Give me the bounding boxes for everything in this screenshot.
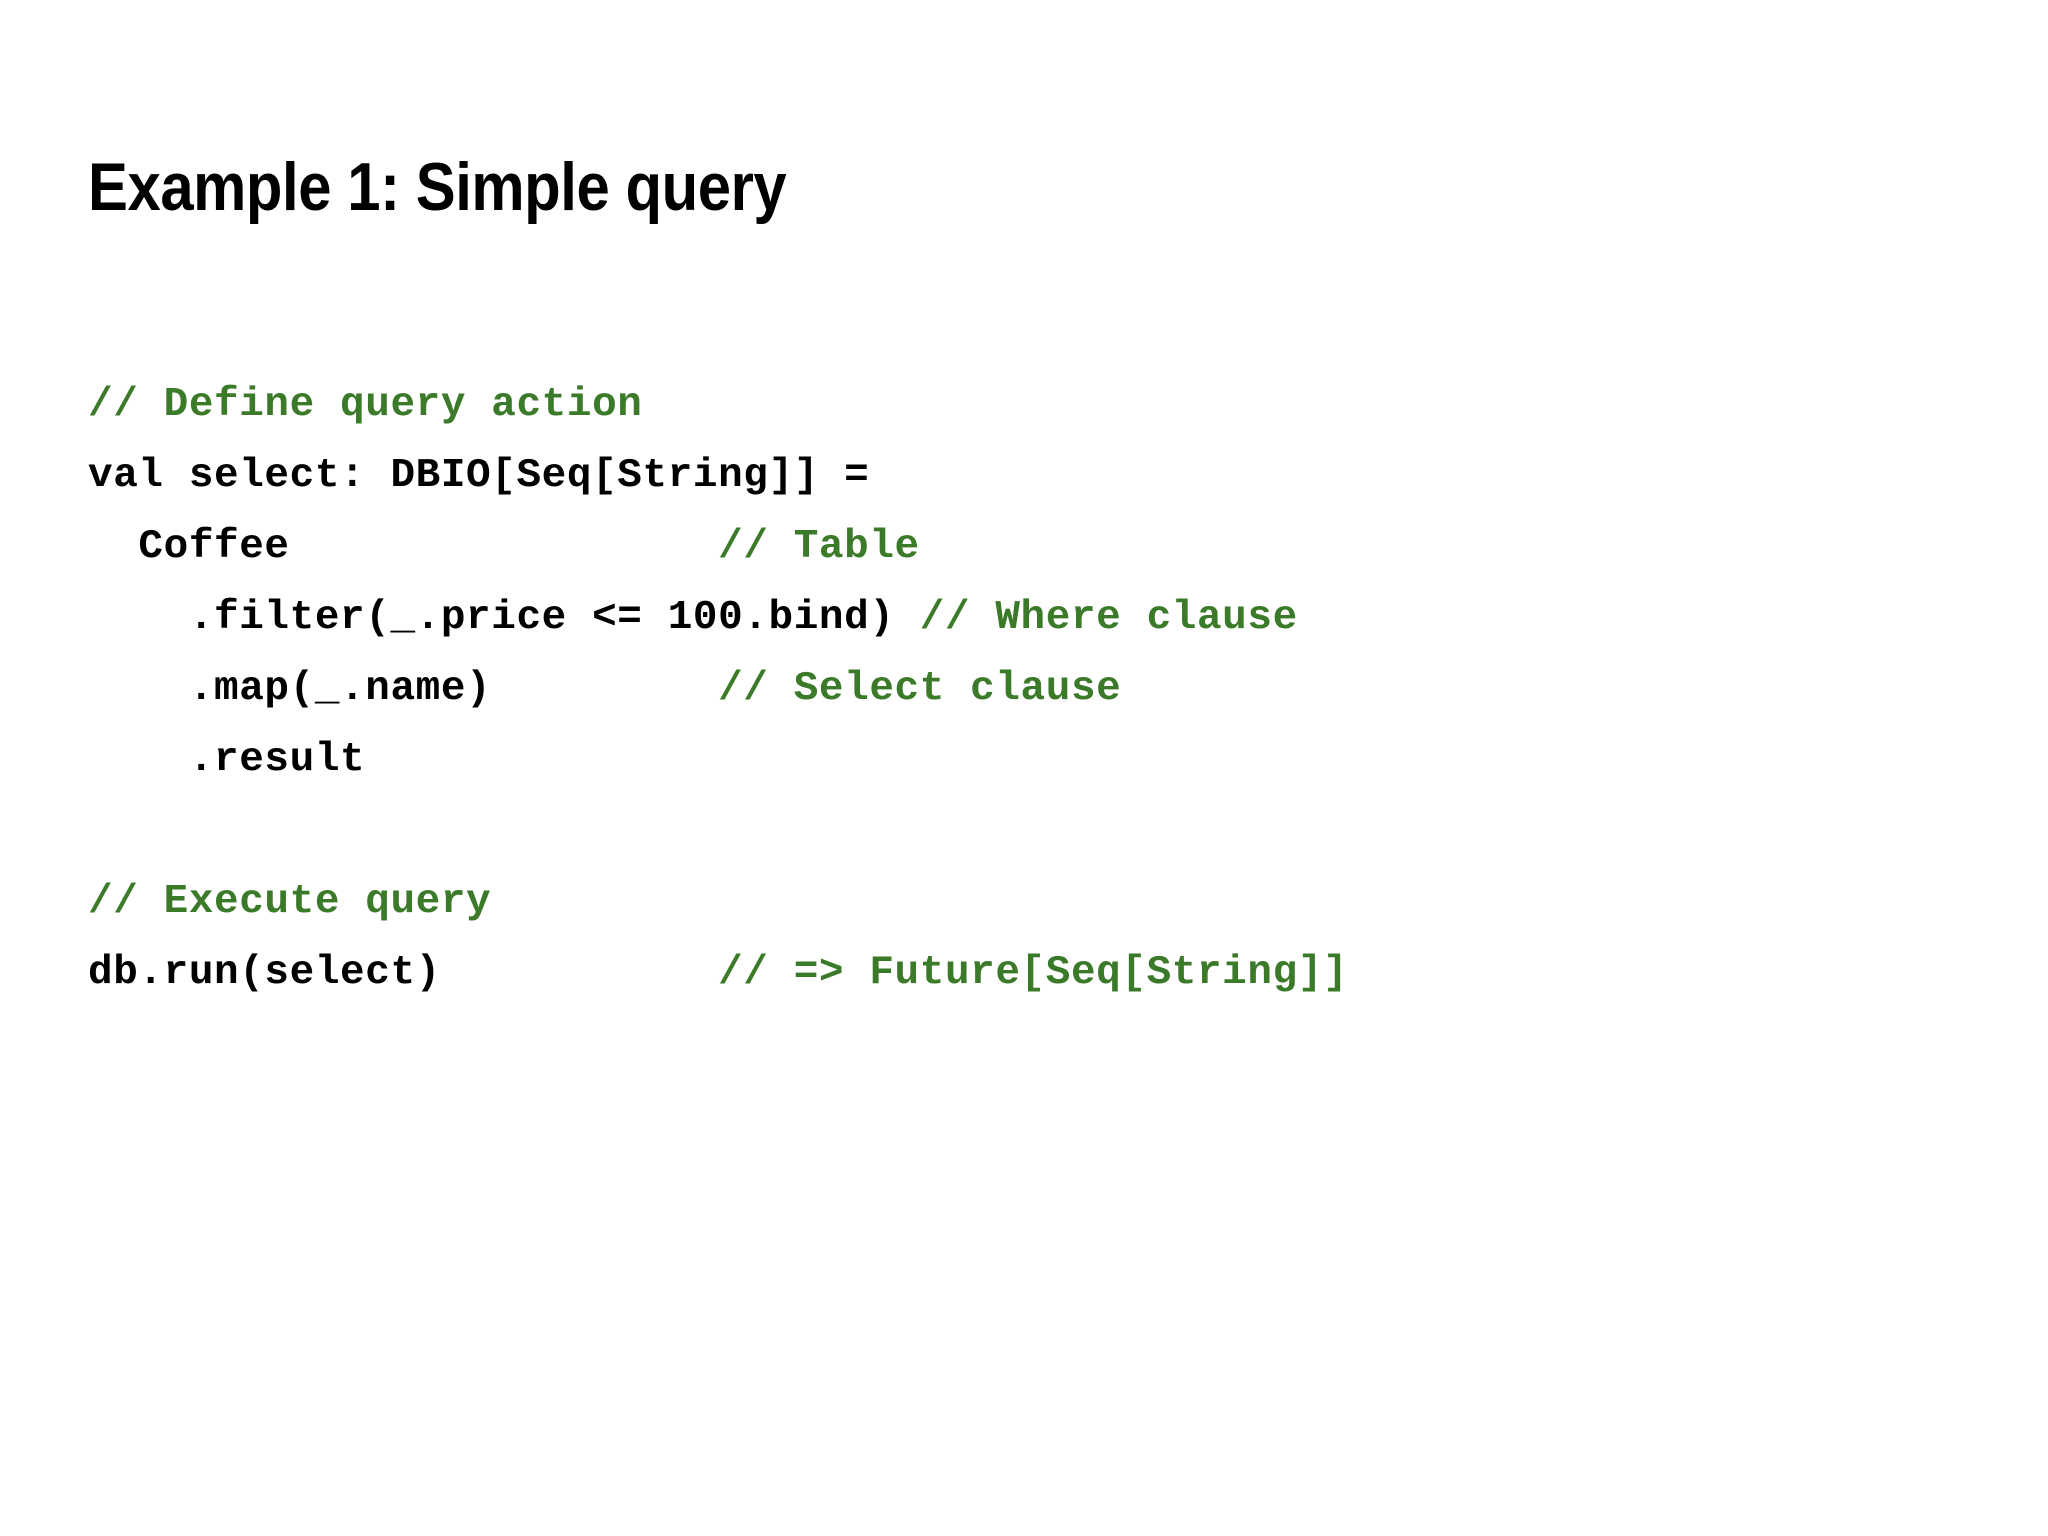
code-comment: // Define query action [88, 382, 643, 428]
code-token: .filter(_.price <= 100.bind) [88, 595, 895, 641]
code-line: val select: DBIO[Seq[String]] = [88, 441, 1348, 512]
code-comment: // Table [289, 524, 920, 570]
code-token: .result [88, 737, 366, 783]
code-line: db.run(select) // => Future[Seq[String]] [88, 938, 1348, 1009]
code-line: .filter(_.price <= 100.bind) // Where cl… [88, 583, 1348, 654]
code-block: // Define query action val select: DBIO[S… [88, 370, 1348, 1009]
code-line: .result [88, 725, 1348, 796]
code-token: db.run(select) [88, 950, 467, 996]
code-comment: // Select clause [491, 666, 1122, 712]
code-token: val select: DBIO[Seq[String]] = [88, 453, 870, 499]
code-comment: // Execute query [88, 879, 492, 925]
code-comment: // => Future[Seq[String]] [466, 950, 1349, 996]
code-line: // Define query action [88, 370, 1348, 441]
code-line: Coffee // Table [88, 512, 1348, 583]
code-token: .map(_.name) [88, 666, 492, 712]
code-line: // Execute query [88, 867, 1348, 938]
code-token: Coffee [88, 524, 290, 570]
page-title: Example 1: Simple query [88, 149, 787, 225]
code-line: .map(_.name) // Select clause [88, 654, 1348, 725]
code-line [88, 796, 1348, 867]
code-comment: // Where clause [894, 595, 1298, 641]
